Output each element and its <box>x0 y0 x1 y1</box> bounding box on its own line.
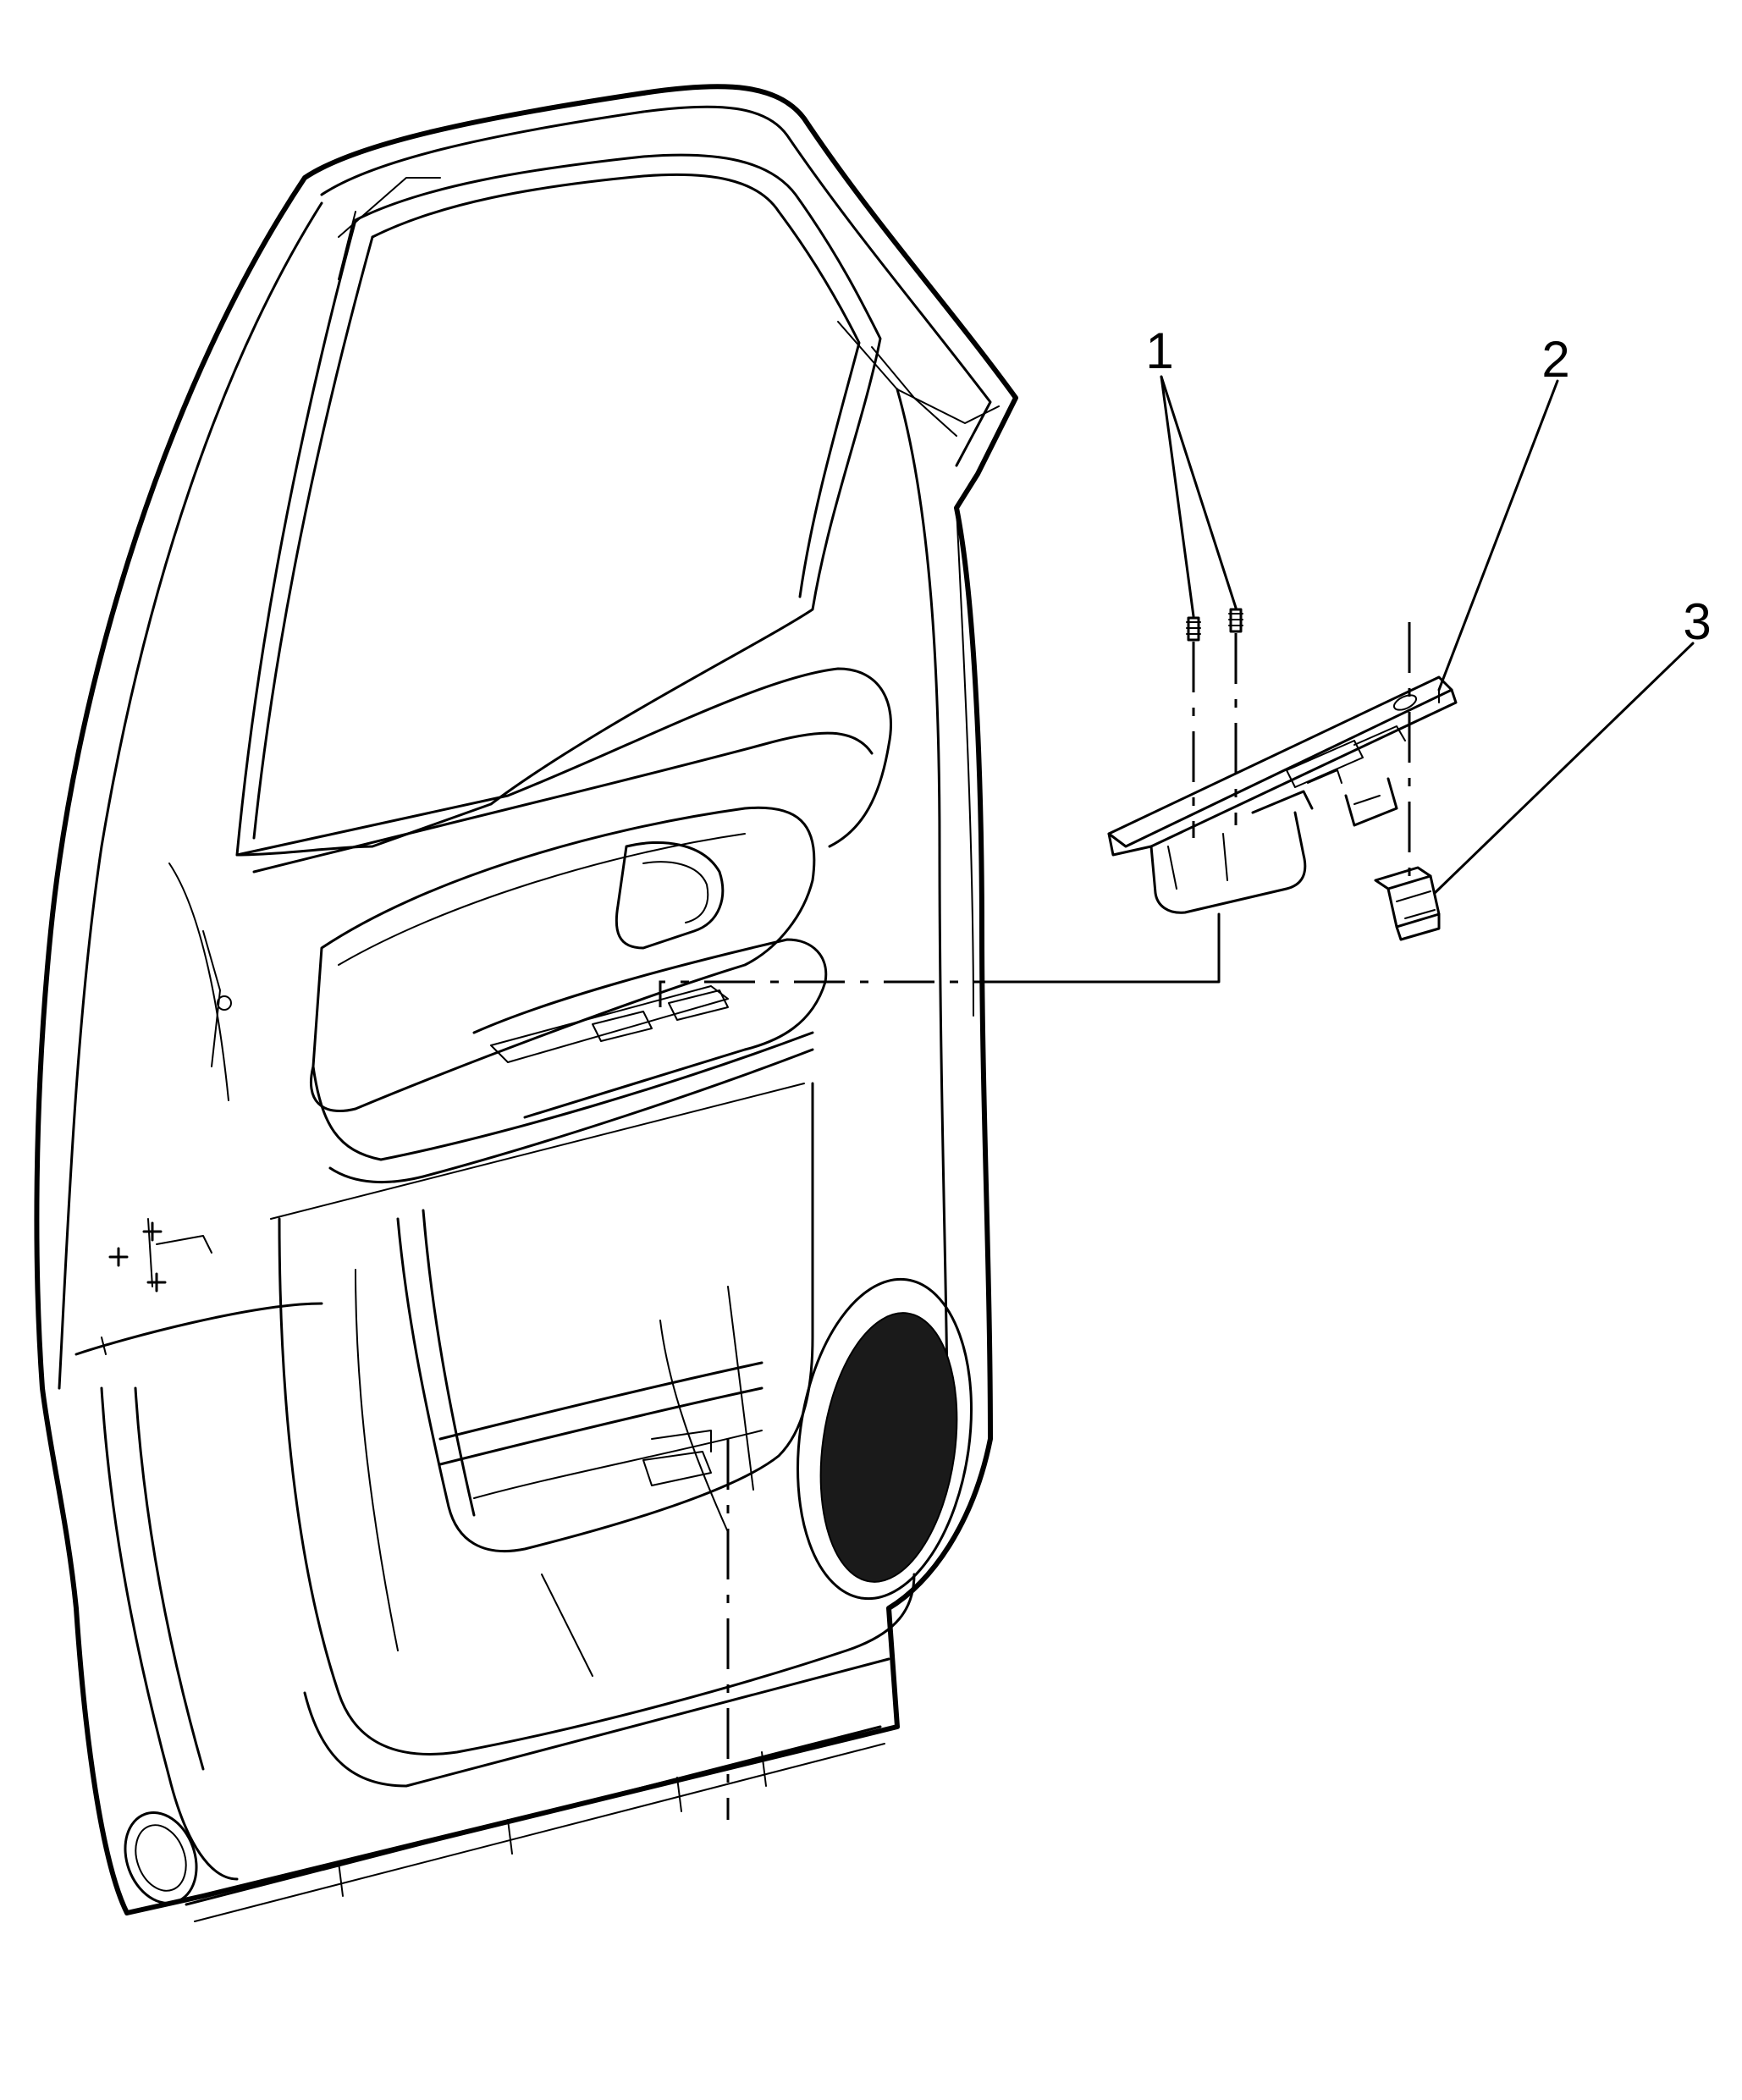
fastener-right <box>1228 608 1243 633</box>
callout-1-label: 1 <box>1145 322 1174 379</box>
speaker-grille <box>819 1312 958 1583</box>
hinge-bolts <box>108 1221 212 1293</box>
window-switch <box>1374 866 1441 941</box>
fasteners <box>1186 608 1243 642</box>
door-trim-panel <box>185 667 973 1922</box>
door-frame <box>34 84 1018 1915</box>
leader-lines <box>1160 375 1695 895</box>
assembly-centerlines <box>659 622 1411 1007</box>
callout-2-label: 2 <box>1541 331 1570 388</box>
switch-bezel <box>1107 675 1458 914</box>
access-hole <box>124 1811 198 1904</box>
callout-3-label: 3 <box>1683 593 1712 650</box>
fastener-left <box>1186 616 1201 642</box>
speaker-bezel <box>797 1277 973 1601</box>
